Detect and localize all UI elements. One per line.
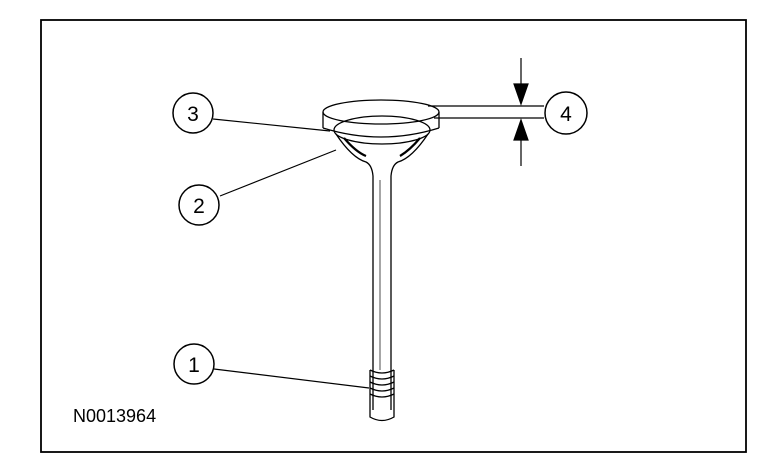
valve-stem bbox=[372, 176, 392, 410]
leader-line-1 bbox=[213, 368, 370, 389]
dimension-arrow-down bbox=[513, 83, 529, 106]
callout-4-label: 4 bbox=[560, 103, 572, 126]
callout-3-label: 3 bbox=[187, 103, 199, 126]
callout-2: 2 bbox=[178, 184, 220, 226]
callout-1-label: 1 bbox=[188, 354, 200, 377]
leader-lines bbox=[212, 118, 370, 389]
valve bbox=[322, 99, 440, 422]
callout-4: 4 bbox=[544, 91, 588, 135]
valve-fillet-left bbox=[335, 133, 374, 177]
figure-id-label: N0013964 bbox=[73, 406, 156, 426]
valve-face-ellipse bbox=[333, 115, 431, 145]
valve-stem-grooves bbox=[369, 369, 395, 410]
valve-stem-tip bbox=[369, 410, 395, 422]
valve-fillet-right bbox=[390, 133, 429, 177]
dimension-arrow-up bbox=[513, 118, 529, 141]
callout-1: 1 bbox=[173, 343, 215, 385]
valve-fillet-shade-right bbox=[399, 137, 421, 157]
valve-head-top bbox=[322, 99, 440, 125]
callout-3: 3 bbox=[172, 92, 214, 134]
leader-line-3 bbox=[212, 118, 331, 132]
valve-head bbox=[322, 99, 440, 177]
leader-line-2 bbox=[219, 149, 337, 197]
valve-margin-bottom bbox=[322, 127, 440, 138]
margin-dimension bbox=[428, 58, 544, 166]
valve-fillet-shade-left bbox=[343, 137, 367, 158]
diagram-frame bbox=[40, 19, 747, 453]
callout-2-label: 2 bbox=[193, 195, 205, 218]
